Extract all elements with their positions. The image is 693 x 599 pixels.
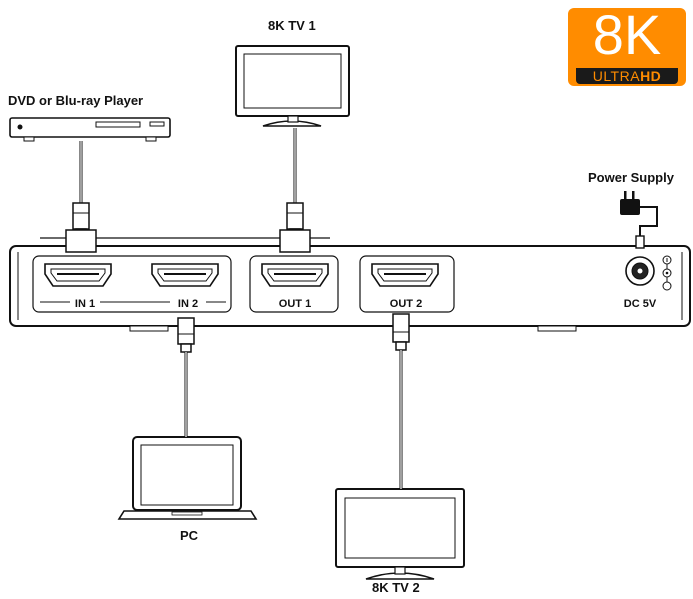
port-label-dc: DC 5V (624, 298, 657, 310)
port-label-in2: IN 2 (178, 298, 198, 310)
label-power-supply: Power Supply (588, 170, 674, 185)
label-dvd-player: DVD or Blu-ray Player (8, 93, 144, 108)
badge-ultra-text: ULTRA (592, 68, 641, 84)
hdmi-port-in1 (44, 263, 112, 287)
tv1-icon (235, 45, 350, 127)
dvd-player-icon (9, 117, 171, 142)
label-tv1: 8K TV 1 (268, 18, 316, 33)
label-tv2: 8K TV 2 (372, 580, 420, 595)
hdmi-port-out2 (371, 263, 439, 287)
8k-ultra-hd-logo: 8K ULTRAHD (568, 3, 686, 86)
dc-jack (625, 256, 655, 286)
badge-8k-text: 8K (592, 3, 662, 66)
port-label-in1: IN 1 (75, 298, 95, 310)
badge-ultra-hd-strip: ULTRAHD (576, 68, 678, 84)
laptop-icon (117, 436, 258, 520)
cable-dvd-to-in1 (65, 141, 97, 253)
input-group-outline (32, 255, 232, 313)
out2-outline (359, 255, 455, 313)
port-label-out2: OUT 2 (390, 298, 422, 310)
hdmi-port-in2 (151, 263, 219, 287)
hdmi-port-out1 (261, 263, 329, 287)
tv2-icon (335, 488, 465, 580)
hdmi-switch-device (9, 237, 691, 332)
cable-out1-to-tv1 (279, 128, 311, 253)
polarity-icon (662, 255, 672, 291)
badge-hd-text: HD (640, 68, 662, 84)
power-adapter-icon (620, 191, 658, 249)
cable-out2-to-tv2 (392, 313, 410, 489)
cable-in2-to-pc (177, 317, 195, 437)
port-label-out1: OUT 1 (279, 298, 311, 310)
out1-outline (249, 255, 339, 313)
label-pc: PC (180, 528, 199, 543)
